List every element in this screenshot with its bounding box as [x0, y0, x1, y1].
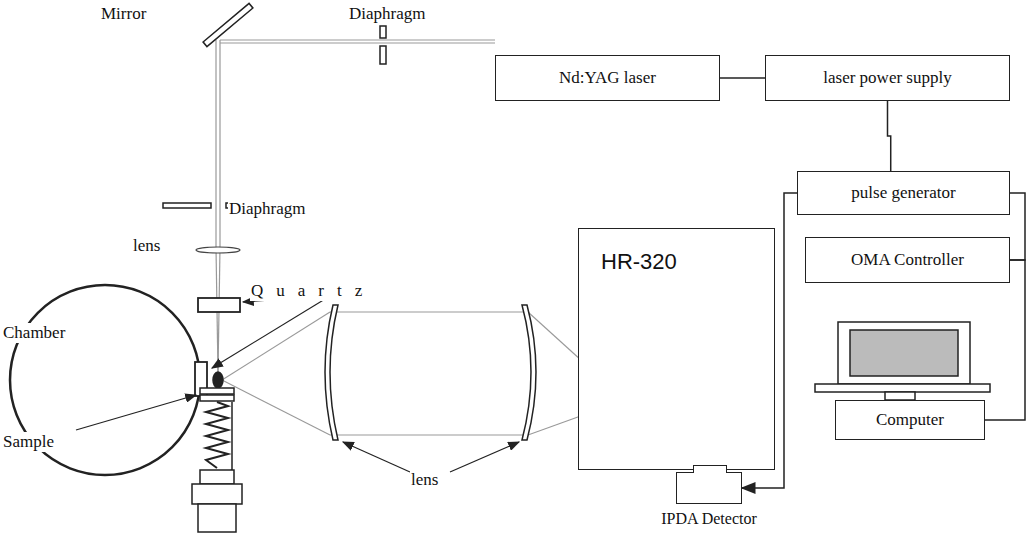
diaphragm [380, 26, 386, 64]
connector [888, 101, 891, 171]
focusing-lens [522, 305, 536, 440]
node-label: IPDA Detector [646, 510, 772, 528]
controller-box: OMA Controller [805, 237, 1010, 283]
quartz-window [198, 298, 240, 312]
node-label: Computer [876, 410, 944, 430]
connector [1010, 193, 1025, 260]
connector [985, 260, 1025, 420]
pulse-generator-box: pulse generator [797, 171, 1010, 215]
connector [720, 77, 765, 79]
laser-beam [216, 40, 495, 372]
diaphragm-label: Diaphragm [348, 4, 426, 24]
node-label: laser power supply [823, 68, 951, 88]
laser-box: Nd:YAG laser [495, 55, 720, 101]
detector-box: IPDA Detector [676, 472, 742, 528]
diaphragm-label: Diaphragm [228, 199, 306, 219]
computer-monitor [815, 322, 990, 400]
mirror-label: Mirror [100, 4, 147, 24]
leader-arrows [76, 296, 519, 472]
mirror [203, 3, 253, 46]
collection-lens [325, 305, 338, 440]
lens-label: lens [410, 470, 439, 490]
sample-label: Sample [2, 432, 55, 452]
chamber-label: Chamber [2, 323, 66, 343]
computer-box: Computer [835, 400, 985, 440]
quartz-label: Quartz [250, 281, 376, 301]
detector-head [676, 472, 742, 504]
node-label: OMA Controller [851, 250, 964, 270]
node-label: pulse generator [851, 183, 955, 203]
sample-stage [192, 372, 242, 532]
node-label: Nd:YAG laser [559, 68, 656, 88]
detector-flange [693, 465, 727, 473]
emission-beam [222, 312, 625, 435]
spectrometer-box: HR-320 [578, 228, 775, 470]
power-supply-box: laser power supply [765, 55, 1010, 101]
focus-lens [196, 247, 240, 253]
node-label: HR-320 [601, 249, 677, 275]
lens-label: lens [132, 236, 161, 256]
